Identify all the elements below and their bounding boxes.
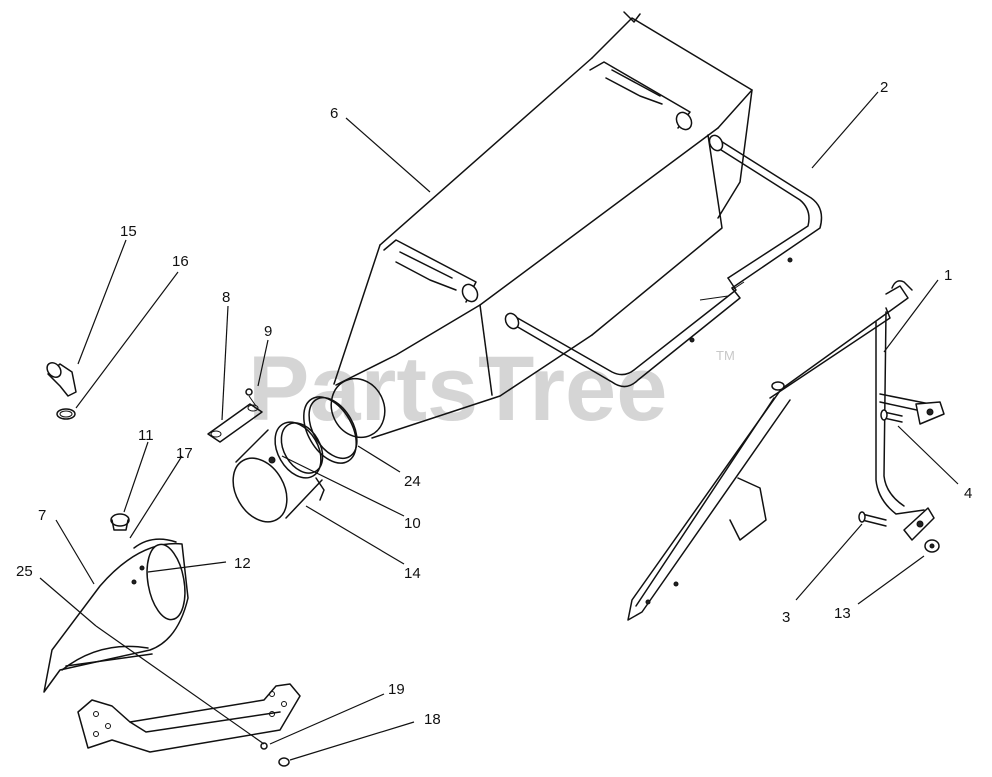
callout-6: 6 bbox=[330, 105, 338, 122]
part-elbow bbox=[46, 362, 77, 397]
callout-7: 7 bbox=[38, 507, 46, 524]
callout-3: 3 bbox=[782, 609, 790, 626]
callout-16: 16 bbox=[172, 253, 189, 270]
callout-17: 17 bbox=[176, 445, 193, 462]
callout-8: 8 bbox=[222, 289, 230, 306]
callout-25: 25 bbox=[16, 563, 33, 580]
leader-lines bbox=[39, 91, 959, 761]
callout-1: 1 bbox=[944, 267, 952, 284]
callout-12: 12 bbox=[234, 555, 251, 572]
callout-14: 14 bbox=[404, 565, 421, 582]
part-washer-19 bbox=[260, 742, 268, 750]
part-ring-clamp bbox=[303, 396, 358, 464]
callout-19: 19 bbox=[388, 681, 405, 698]
part-washer-13 bbox=[924, 539, 940, 553]
part-bag bbox=[330, 11, 753, 439]
part-bolt-4 bbox=[880, 409, 903, 423]
callout-10: 10 bbox=[404, 515, 421, 532]
callout-15: 15 bbox=[120, 223, 137, 240]
part-gasket bbox=[207, 403, 263, 443]
part-mounting-bracket bbox=[627, 280, 945, 621]
watermark-trademark: TM bbox=[716, 348, 735, 363]
watermark-text: PartsTree bbox=[248, 338, 667, 440]
part-chute bbox=[43, 538, 189, 693]
part-clip bbox=[56, 408, 76, 420]
callout-13: 13 bbox=[834, 605, 851, 622]
part-mount-plate bbox=[77, 683, 301, 753]
callout-18: 18 bbox=[424, 711, 441, 728]
callout-labels: 1 2 3 4 6 7 8 9 10 11 12 13 14 15 16 17 … bbox=[16, 79, 972, 728]
callout-4: 4 bbox=[964, 485, 972, 502]
callout-2: 2 bbox=[880, 79, 888, 96]
callout-9: 9 bbox=[264, 323, 272, 340]
part-bolt-3 bbox=[858, 511, 887, 527]
part-nut-18 bbox=[278, 757, 290, 767]
part-support-frame bbox=[504, 134, 823, 388]
part-knob-11 bbox=[110, 513, 130, 531]
part-adapter-tube bbox=[232, 421, 325, 523]
part-screw-9 bbox=[245, 388, 257, 407]
callout-11: 11 bbox=[138, 427, 154, 444]
callout-24: 24 bbox=[404, 473, 421, 490]
